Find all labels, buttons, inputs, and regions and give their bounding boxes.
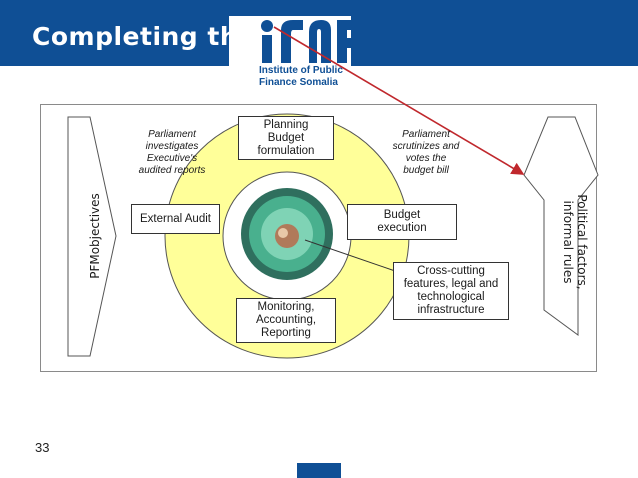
external-audit-box: External Audit [131, 204, 220, 234]
cross-cutting-box: Cross-cutting features, legal and techno… [393, 262, 509, 320]
left-arrow-label: PFMobjectives [88, 193, 102, 279]
gear-icon [241, 188, 333, 280]
note-parliament-investigates: Parliament investigates Executive's audi… [138, 129, 206, 176]
right-arrow-label: Political factors, informal rules [561, 194, 589, 290]
ipfs-logo-mark [261, 20, 359, 63]
slide-number: 33 [35, 440, 50, 455]
logo-caption-line1: Institute of Public [259, 65, 343, 76]
logo-caption: Institute of Public Finance Somalia [259, 65, 343, 89]
footer-flag [297, 463, 341, 478]
cross-cutting-pointer [304, 239, 399, 273]
monitoring-box: Monitoring, Accounting, Reporting [236, 298, 336, 343]
red-connector-arrow [273, 26, 525, 175]
right-arrow-shape [523, 116, 599, 336]
note-parliament-scrutinizes: Parliament scrutinizes and votes the bud… [392, 129, 460, 176]
logo-caption-line2: Finance Somalia [259, 77, 338, 88]
planning-box: Planning Budget formulation [238, 116, 334, 160]
budget-execution-box: Budget execution [347, 204, 457, 240]
left-arrow-shape [67, 116, 117, 357]
logo: Institute of Public Finance Somalia [229, 16, 359, 102]
